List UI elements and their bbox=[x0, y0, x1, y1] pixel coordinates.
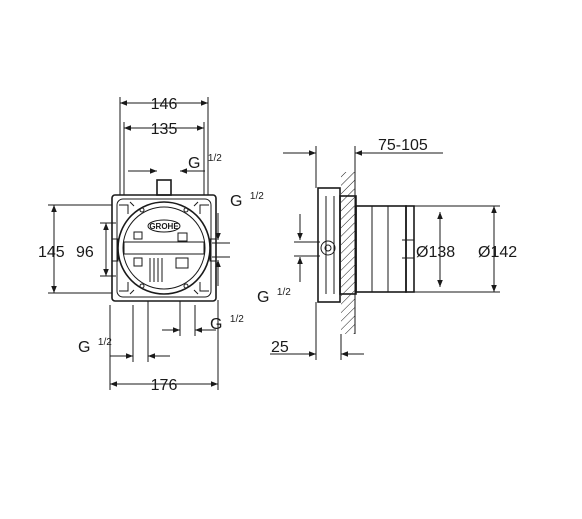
thread-top-label: G 1/2 bbox=[188, 153, 222, 172]
dim-bottom: 176 bbox=[109, 300, 219, 394]
thread-bottom-right-label: G 1/2 bbox=[210, 314, 244, 333]
dim-depth-label: 75-105 bbox=[378, 137, 428, 154]
dim-diameters: Ø138 Ø142 bbox=[414, 205, 517, 293]
dim-depth: 75-105 bbox=[283, 137, 443, 188]
dim-height-outer-label: 145 bbox=[38, 244, 65, 261]
side-view: 75-105 G 1/2 bbox=[257, 137, 517, 360]
thread-bottom-left-callout: G 1/2 bbox=[78, 305, 170, 362]
thread-bottom-right-callout: G 1/2 bbox=[162, 305, 244, 336]
dim-offset: 25 bbox=[270, 302, 364, 360]
thread-right-callout: G 1/2 bbox=[212, 191, 264, 286]
dim-width-outer-label: 146 bbox=[151, 96, 178, 113]
front-view: 146 135 G 1/2 145 96 bbox=[38, 96, 264, 394]
dim-dia-outer-label: Ø142 bbox=[478, 244, 517, 261]
thread-top-callout: G 1/2 bbox=[128, 153, 222, 174]
dim-width-inner: 135 bbox=[123, 121, 205, 195]
dim-bottom-label: 176 bbox=[151, 377, 178, 394]
dim-offset-label: 25 bbox=[271, 339, 289, 356]
thread-right-label: G 1/2 bbox=[230, 191, 264, 210]
thread-side-callout: G 1/2 bbox=[257, 214, 320, 306]
brand-logo: GROHE bbox=[149, 222, 179, 231]
thread-bottom-left-label: G 1/2 bbox=[78, 337, 112, 356]
dim-height: 145 96 bbox=[38, 204, 116, 294]
dim-height-inner-label: 96 bbox=[76, 244, 94, 261]
dim-width-inner-label: 135 bbox=[151, 121, 178, 138]
dim-width-outer: 146 bbox=[119, 96, 209, 195]
thread-side-label: G 1/2 bbox=[257, 287, 291, 306]
dim-dia-inner-label: Ø138 bbox=[416, 244, 455, 261]
mounting-box-front: GROHE bbox=[111, 179, 217, 312]
mounting-box-side bbox=[317, 187, 415, 303]
